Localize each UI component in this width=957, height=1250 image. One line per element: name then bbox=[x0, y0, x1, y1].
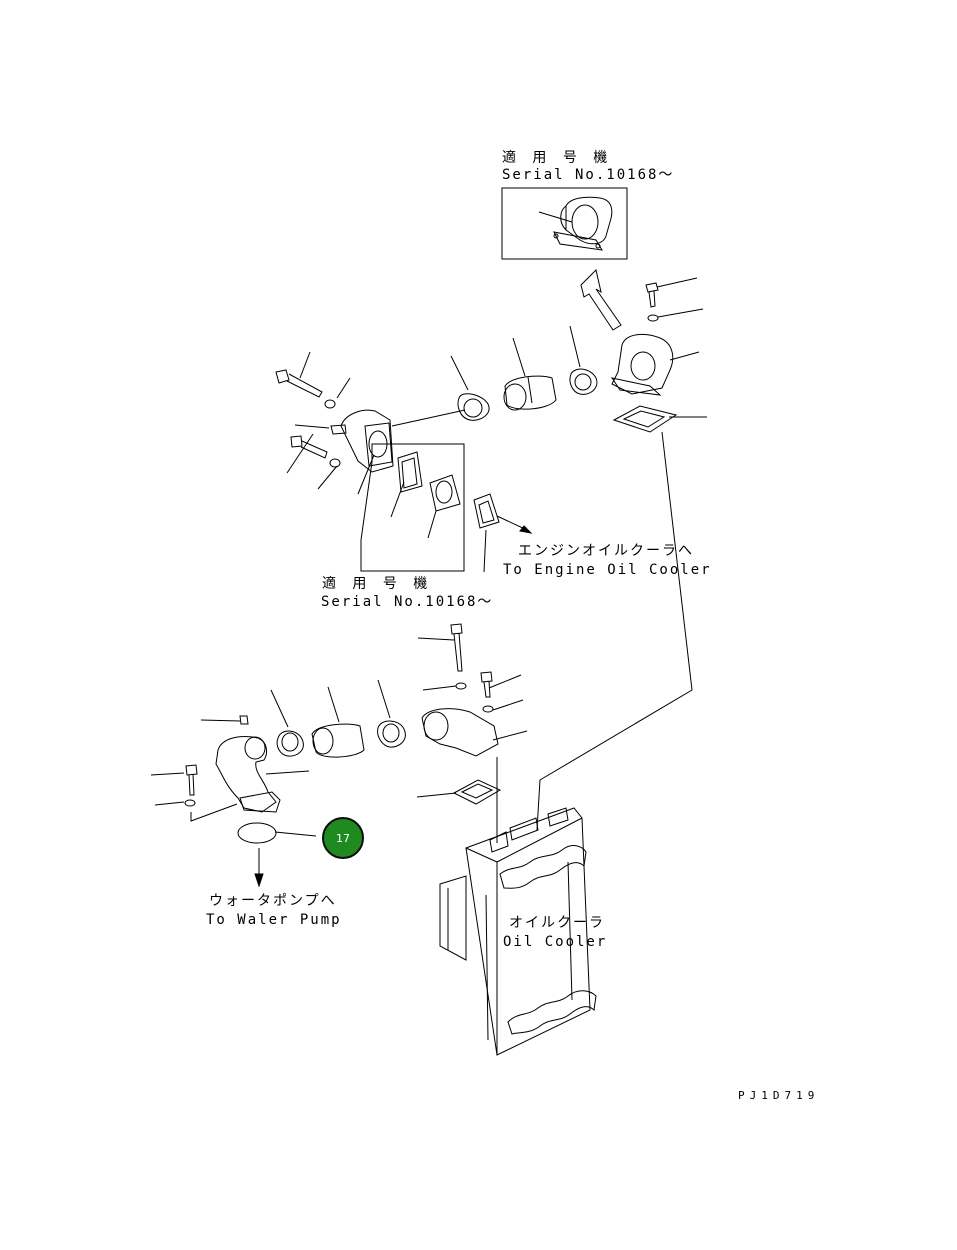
oil-cooler-unit bbox=[440, 808, 596, 1055]
up-arrow-icon bbox=[581, 270, 621, 330]
drawing-code: PJ1D719 bbox=[738, 1089, 820, 1102]
oil-cooler-jp-label: オイルクーラ bbox=[509, 915, 605, 931]
oil-cooler-en-label: Oil Cooler bbox=[503, 934, 608, 950]
engine-oil-cooler-jp-label: エンジンオイルクーラへ bbox=[518, 543, 694, 559]
top-serial-jp-label: 適 用 号 機 bbox=[502, 150, 612, 166]
water-pump-jp-label: ウォータポンプへ bbox=[209, 893, 337, 909]
top-serial-en-label: Serial No.10168～ bbox=[502, 167, 675, 183]
upper-right-assembly bbox=[537, 278, 707, 830]
engine-cooler-gasket bbox=[474, 494, 531, 572]
lower-pipe-assembly bbox=[151, 624, 527, 886]
inset-elbow-part bbox=[554, 197, 612, 250]
part-number-badge[interactable]: 17 bbox=[322, 817, 364, 859]
middle-serial-inset bbox=[361, 444, 464, 571]
top-serial-inset bbox=[502, 188, 627, 259]
engine-oil-cooler-en-label: To Engine Oil Cooler bbox=[503, 562, 712, 578]
mid-serial-en-label: Serial No.10168～ bbox=[321, 594, 494, 610]
mid-serial-jp-label: 適 用 号 機 bbox=[322, 576, 432, 592]
water-pump-en-label: To Waler Pump bbox=[206, 912, 342, 928]
middle-pipe-assembly bbox=[276, 326, 597, 494]
